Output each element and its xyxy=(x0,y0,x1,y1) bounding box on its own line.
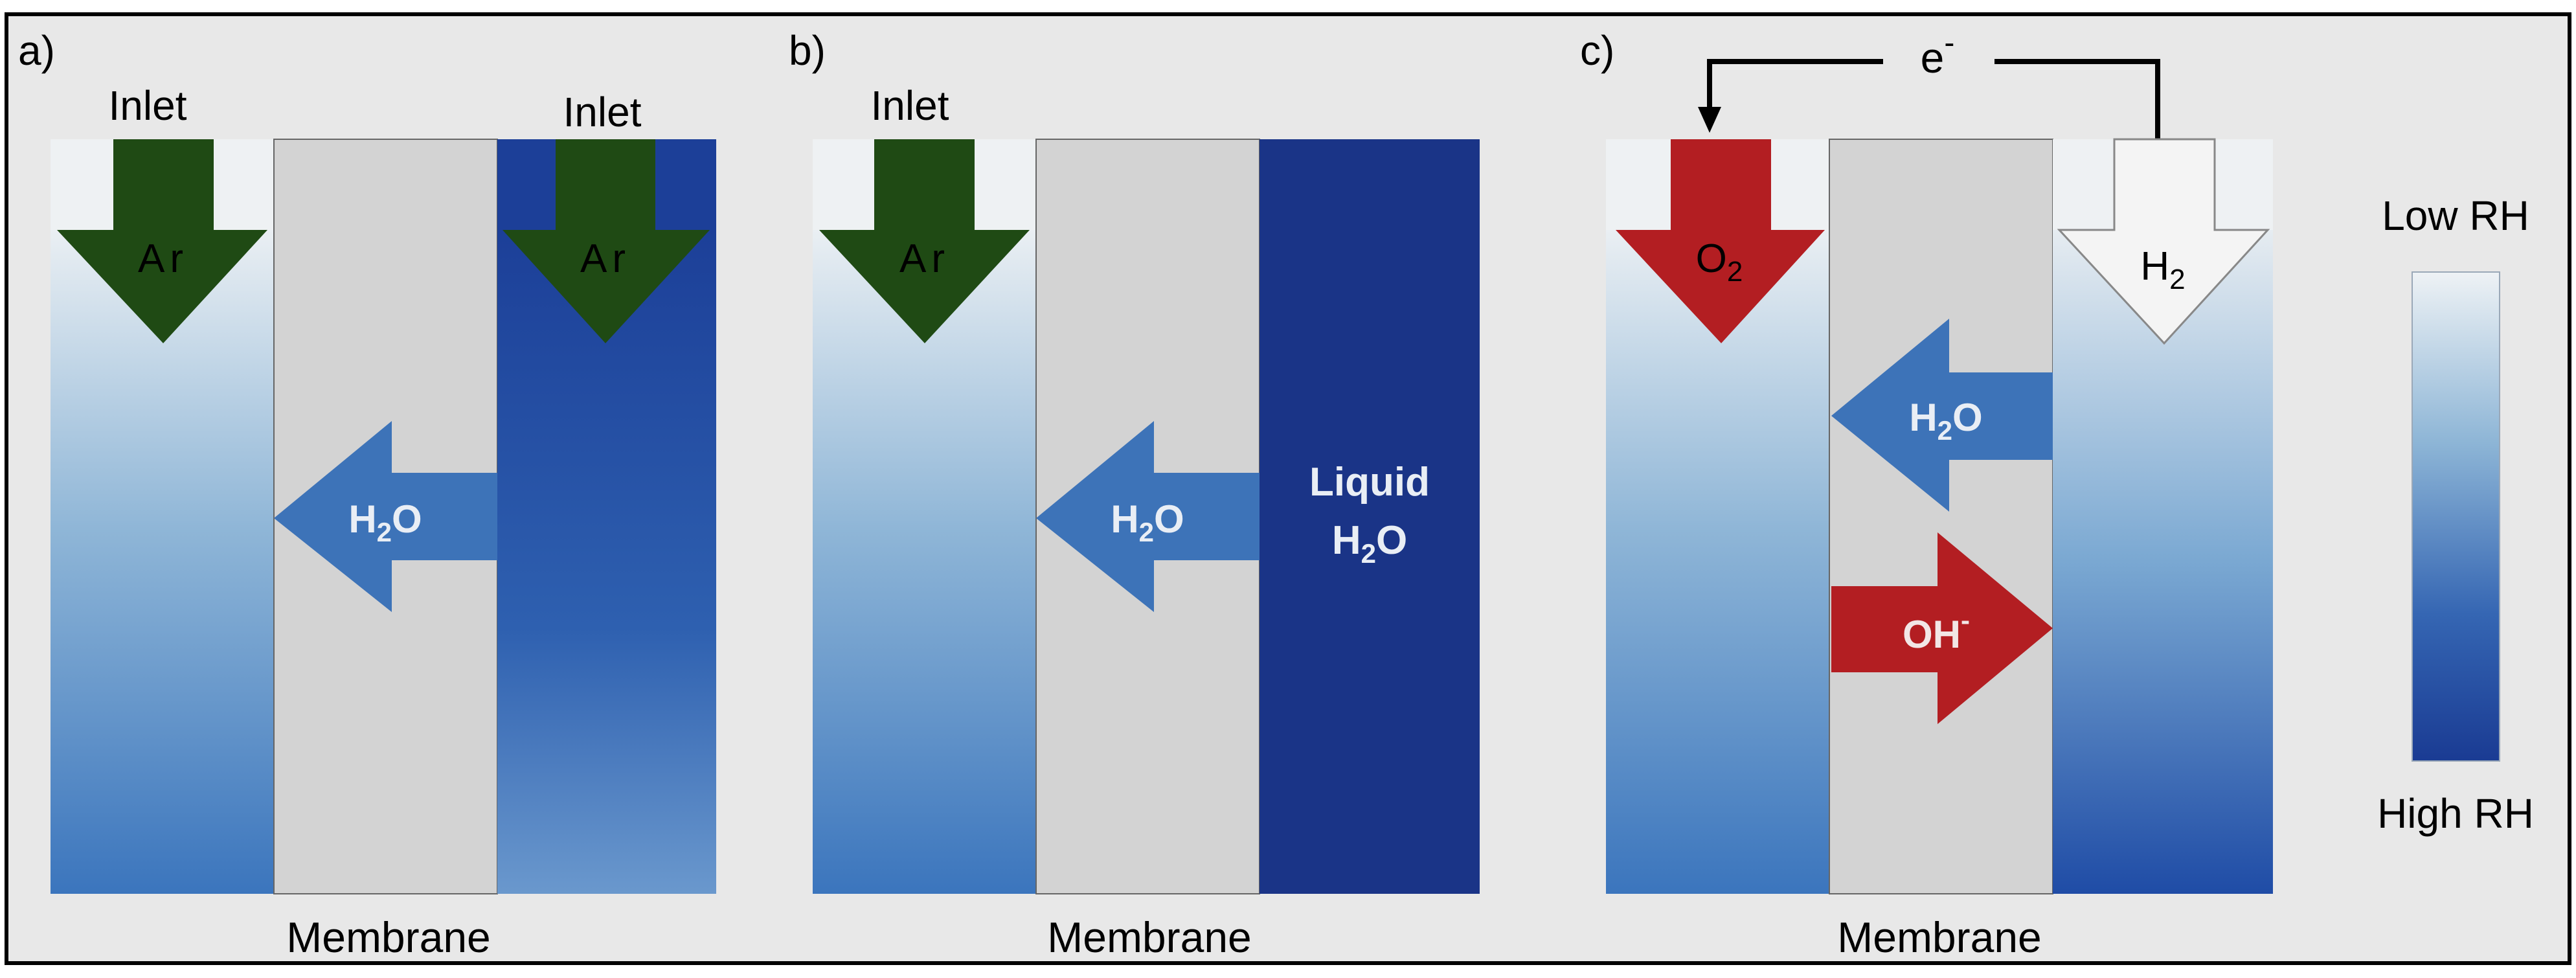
panel-c-electron-circuit-left xyxy=(1707,59,1883,113)
panel-b-water-flux-label: H2O xyxy=(1111,497,1184,547)
panel-b-membrane-label: Membrane xyxy=(1047,913,1251,961)
panel-a-inlet-left-arrow xyxy=(57,139,267,343)
legend-low-label: Low RH xyxy=(2382,192,2529,239)
panel-a-letter: a) xyxy=(18,27,55,74)
panel-c-letter: c) xyxy=(1580,27,1614,74)
panel-b-liquid-label-line1: Liquid xyxy=(1309,460,1430,505)
panel-a-membrane-label: Membrane xyxy=(286,913,490,961)
panel-a-gas-left: Ar xyxy=(138,236,188,281)
panel-a-water-flux-arrow xyxy=(274,421,497,612)
panel-a-inlet-right-label: Inlet xyxy=(563,89,642,135)
panel-b-water-flux-arrow xyxy=(1036,421,1260,612)
panel-c-hydroxide-flux-arrow xyxy=(1831,532,2053,724)
panel-b: b) Ar Inlet H2O Liquid H2O Membrane xyxy=(789,27,1480,961)
panel-c-water-flux-label: H2O xyxy=(1909,396,1982,446)
panel-c-electron-arrowhead xyxy=(1698,107,1721,133)
panel-b-letter: b) xyxy=(789,27,826,74)
rh-legend: Low RH High RH xyxy=(2377,192,2534,837)
panel-a: a) Ar Ar Inlet Inlet H2O Membrane xyxy=(18,27,716,961)
panel-c-electron-circuit xyxy=(1994,59,2160,139)
panel-b-inlet-left-label: Inlet xyxy=(871,82,949,129)
panel-c-oxygen-label: O2 xyxy=(1696,236,1743,288)
panel-a-inlet-right-arrow xyxy=(503,139,710,343)
panel-a-inlet-left-label: Inlet xyxy=(109,82,187,129)
panel-c-electron-label: e- xyxy=(1921,26,1955,82)
panel-c: c) e- O2 H2 H2O OH- Membrane xyxy=(1580,26,2273,961)
panel-c-hydroxide-flux-label: OH- xyxy=(1903,605,1970,656)
legend-color-bar xyxy=(2412,271,2500,762)
panel-c-left-chamber xyxy=(1606,230,1829,894)
panel-c-oxygen-inlet-arrow xyxy=(1616,139,1825,343)
panel-a-gas-right: Ar xyxy=(580,236,631,281)
panel-c-hydrogen-label: H2 xyxy=(2140,244,2185,295)
panel-b-gas-left: Ar xyxy=(899,236,950,281)
panel-c-membrane xyxy=(1829,139,2053,894)
legend-high-label: High RH xyxy=(2377,790,2534,837)
panel-a-water-flux-label: H2O xyxy=(348,497,422,547)
panel-c-water-flux-arrow xyxy=(1831,319,2053,512)
panel-c-membrane-label: Membrane xyxy=(1837,913,2041,961)
panel-b-inlet-left-arrow xyxy=(819,139,1030,343)
panel-c-hydrogen-inlet-arrow xyxy=(2057,138,2270,345)
panel-b-liquid-chamber xyxy=(1260,139,1480,894)
panel-b-liquid-label-line2: H2O xyxy=(1332,518,1407,569)
